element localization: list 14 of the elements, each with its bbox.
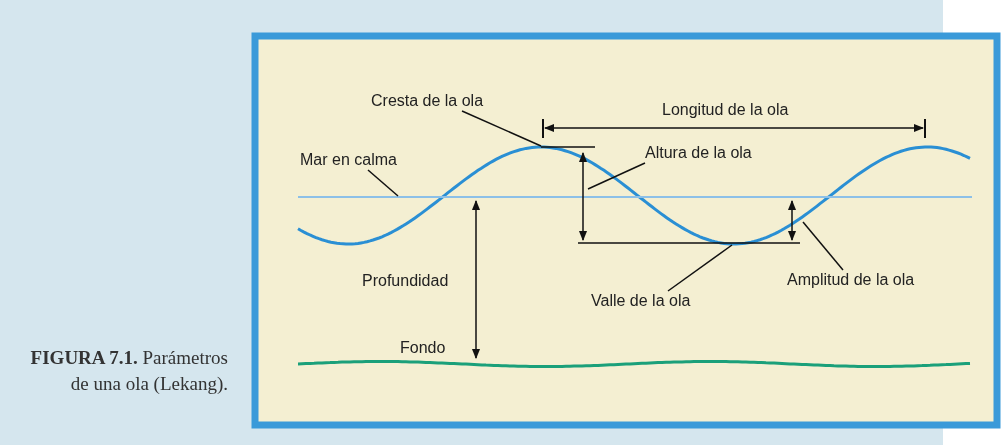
callout-label: Valle de la ola <box>591 292 691 310</box>
callout-label: Cresta de la ola <box>371 92 484 110</box>
dimension-label: Profundidad <box>362 272 449 290</box>
dimension-label: Longitud de la ola <box>662 101 789 119</box>
callout-label: Mar en calma <box>300 151 397 169</box>
leader-line <box>802 221 844 271</box>
leader-line <box>461 110 542 147</box>
callout-label: Altura de la ola <box>645 144 752 162</box>
leader-line <box>367 169 399 197</box>
figure-caption: FIGURA 7.1. Parámetros de una ola (Lekang). <box>29 346 228 396</box>
leader-line <box>587 162 646 190</box>
leader-line <box>667 244 733 292</box>
dimension-label: Fondo <box>400 339 446 357</box>
callout-label: Amplitud de la ola <box>787 271 915 289</box>
